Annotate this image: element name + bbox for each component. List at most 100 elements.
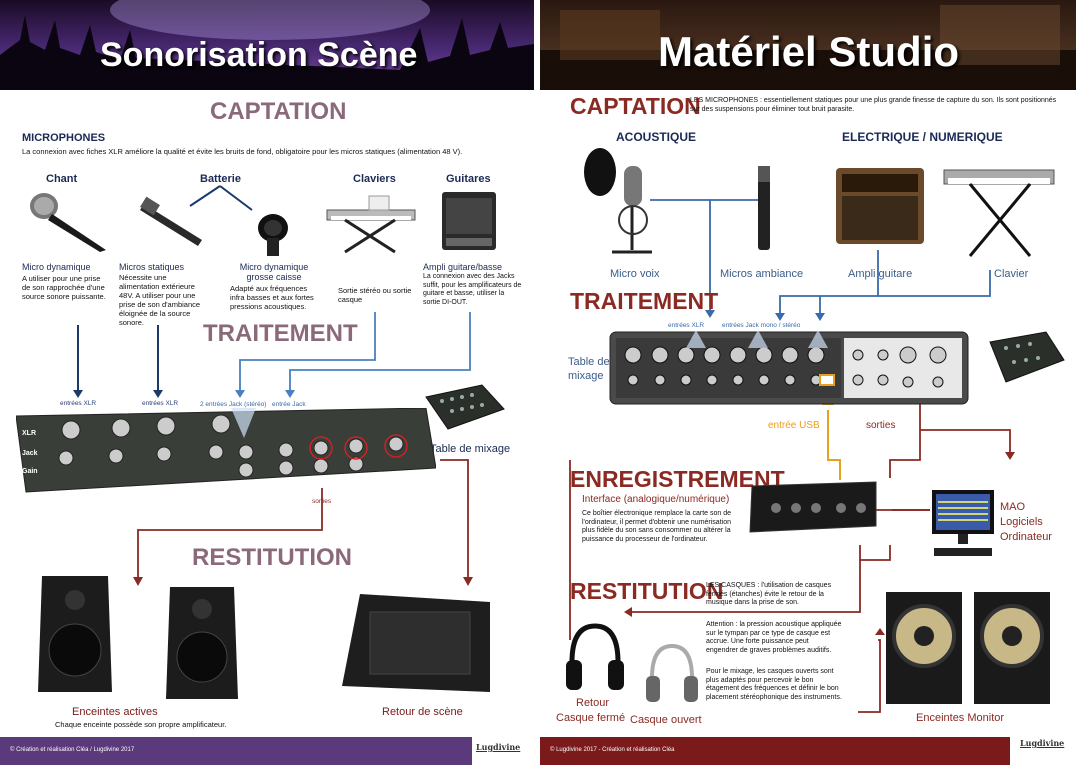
audio-interface-icon	[749, 481, 877, 533]
monitor-speaker-icon-left	[886, 592, 962, 704]
label-2-entrees-jack: 2 entrées Jack (stéréo)	[200, 401, 267, 408]
micros-statiques-title: Micros statiques	[119, 262, 185, 272]
guitare-description-block: Ampli guitare/basse La connexion avec de…	[423, 262, 523, 307]
label-ampli-guitare: Ampli guitare	[848, 268, 913, 280]
label-logiciels: Logiciels	[1000, 516, 1043, 528]
label-entree-jack: entrée Jack	[272, 401, 306, 408]
micro-dynamique-desc: A utiliser pour une prise de son rapproc…	[22, 274, 106, 301]
microphones-description: La connexion avec fiches XLR améliore la…	[22, 147, 463, 156]
enceintes-actives-label: Enceintes actives	[72, 706, 158, 718]
footer-bar-studio: © Lugdivine 2017 - Création et réalisati…	[540, 737, 1010, 765]
chant-description-block: Micro dynamique A utiliser pour une pris…	[22, 262, 107, 301]
batterie-statique-block: Micros statiques Nécessite une alimentat…	[119, 262, 209, 327]
category-batterie: Batterie	[200, 173, 241, 185]
row-label-jack: Jack	[22, 450, 38, 457]
label-sorties-studio: sorties	[866, 420, 896, 431]
batterie-gc-block: Micro dynamique grosse caisse Adapté aux…	[230, 262, 318, 311]
interface-description: Ce boîtier électronique remplace la cart…	[582, 510, 732, 543]
small-mixer-icon	[425, 384, 505, 430]
retour-de-scene-label: Retour de scène	[382, 706, 463, 718]
poster-gap	[534, 0, 540, 765]
category-guitares: Guitares	[446, 173, 491, 185]
table-de-mixage-label: Table de mixage	[430, 443, 511, 455]
label-interface: Interface (analogique/numérique)	[582, 494, 730, 505]
guitar-amplifier-icon	[442, 192, 496, 250]
label-table-de-mixage-studio: Table de mixage	[568, 356, 610, 382]
label-mao-block: MAO Logiciels Ordinateur	[1000, 500, 1052, 545]
category-claviers: Claviers	[353, 173, 396, 185]
casques-description: LES CASQUES : l'utilisation de casques f…	[706, 582, 832, 606]
ampli-title: Ampli guitare/basse	[423, 262, 503, 272]
monitor-speaker-icon-right	[974, 592, 1050, 704]
section-traitement: TRAITEMENT	[203, 320, 358, 347]
computer-daw-icon	[932, 490, 994, 556]
kick-drum-microphone-icon	[258, 214, 288, 256]
heading-electrique: ELECTRIQUE / NUMERIQUE	[842, 130, 1003, 144]
label-mao: MAO	[1000, 501, 1026, 513]
footer-credit-studio: © Lugdivine 2017 - Création et réalisati…	[550, 747, 675, 753]
label-clavier: Clavier	[994, 268, 1029, 280]
keyboard-stand-icon	[326, 195, 416, 254]
studio-amp-icon	[836, 168, 924, 244]
label-micro-voix: Micro voix	[610, 268, 660, 280]
label-entrees-xlr-studio: entrées XLR	[668, 322, 705, 329]
poster-materiel-studio: Matériel Studio CAPTATION LES MICROPHONE…	[540, 0, 1076, 765]
active-speaker-icon	[38, 576, 112, 692]
active-speaker-icon-2	[166, 587, 238, 699]
attention-description: Attention : la pression acoustique appli…	[706, 621, 842, 654]
studio-small-mixer-icon	[989, 331, 1065, 383]
section-traitement-studio: TRAITEMENT	[570, 288, 719, 314]
label-retour: Retour	[576, 697, 610, 709]
poster-sonorisation-scene: Sonorisation Scène CAPTATION MICROPHONES…	[0, 0, 534, 765]
footer-bar: © Création et réalisation Cléa / Lugdivi…	[0, 737, 472, 765]
label-casque-ferme: Casque fermé	[556, 712, 626, 724]
label-micros-ambiance: Micros ambiance	[720, 268, 804, 280]
row-label-xlr: XLR	[22, 430, 36, 437]
page-title: Sonorisation Scène	[100, 36, 418, 74]
section-captation: CAPTATION	[210, 98, 347, 125]
label-entrees-xlr-2: entrées XLR	[142, 400, 179, 407]
captation-description: LES MICROPHONES : essentiellement statiq…	[690, 97, 1057, 113]
open-headphones-icon	[646, 643, 698, 702]
page-title-studio: Matériel Studio	[658, 28, 960, 75]
studio-background-icon	[540, 5, 1076, 90]
label-entree-usb: entrée USB	[768, 420, 820, 431]
studio-keyboard-icon	[943, 169, 1055, 257]
studio-microphone-icon	[584, 148, 652, 254]
section-captation-studio: CAPTATION	[570, 93, 701, 119]
footer-credit: © Création et réalisation Cléa / Lugdivi…	[10, 747, 135, 753]
label-casque-ouvert: Casque ouvert	[630, 714, 702, 726]
micros-statiques-desc: Nécessite une alimentation extérieure 48…	[119, 273, 201, 327]
studio-mixer-back-panel-icon	[609, 330, 969, 405]
mixing-console-icon	[16, 408, 436, 493]
connection-lines	[73, 185, 473, 586]
ambiance-microphone-icon	[758, 166, 770, 250]
concert-banner: Sonorisation Scène	[0, 0, 534, 90]
clavier-description: Sortie stéréo ou sortie casque	[338, 286, 412, 304]
label-enceintes-monitor: Enceintes Monitor	[916, 712, 1005, 724]
studio-banner: Matériel Studio	[540, 0, 1076, 90]
microphones-heading: MICROPHONES	[22, 132, 106, 144]
condenser-microphone-icon	[140, 196, 202, 246]
heading-acoustique: ACOUSTIQUE	[616, 130, 697, 144]
label-entrees-jack-studio: entrées Jack mono / stéréo	[722, 322, 801, 329]
category-chant: Chant	[46, 173, 78, 185]
dynamic-microphone-icon	[30, 193, 106, 252]
section-enregistrement: ENREGISTREMENT	[570, 466, 785, 492]
micro-dynamique-title: Micro dynamique	[22, 262, 91, 272]
row-label-gain: Gain	[22, 468, 38, 475]
mixage-description: Pour le mixage, les casques ouverts sont…	[706, 668, 842, 701]
enceintes-description: Chaque enceinte possède son propre ampli…	[55, 720, 227, 729]
section-restitution-studio: RESTITUTION	[570, 578, 724, 604]
ampli-desc: La connexion avec des Jacks suffit, pour…	[423, 273, 522, 306]
section-restitution: RESTITUTION	[192, 544, 352, 571]
crowd-silhouette-icon	[0, 0, 534, 90]
lugdivine-logo: Lugdivine	[476, 742, 521, 752]
label-entrees-xlr-1: entrées XLR	[60, 400, 97, 407]
stage-monitor-icon	[342, 594, 490, 692]
micro-grosse-caisse-title: Micro dynamique grosse caisse	[239, 262, 309, 282]
label-ordinateur: Ordinateur	[1000, 531, 1052, 543]
micro-grosse-caisse-desc: Adapté aux fréquences infra basses et au…	[230, 284, 314, 311]
lugdivine-logo-studio: Lugdivine	[1020, 738, 1065, 748]
label-sorties: sorties	[312, 498, 332, 505]
